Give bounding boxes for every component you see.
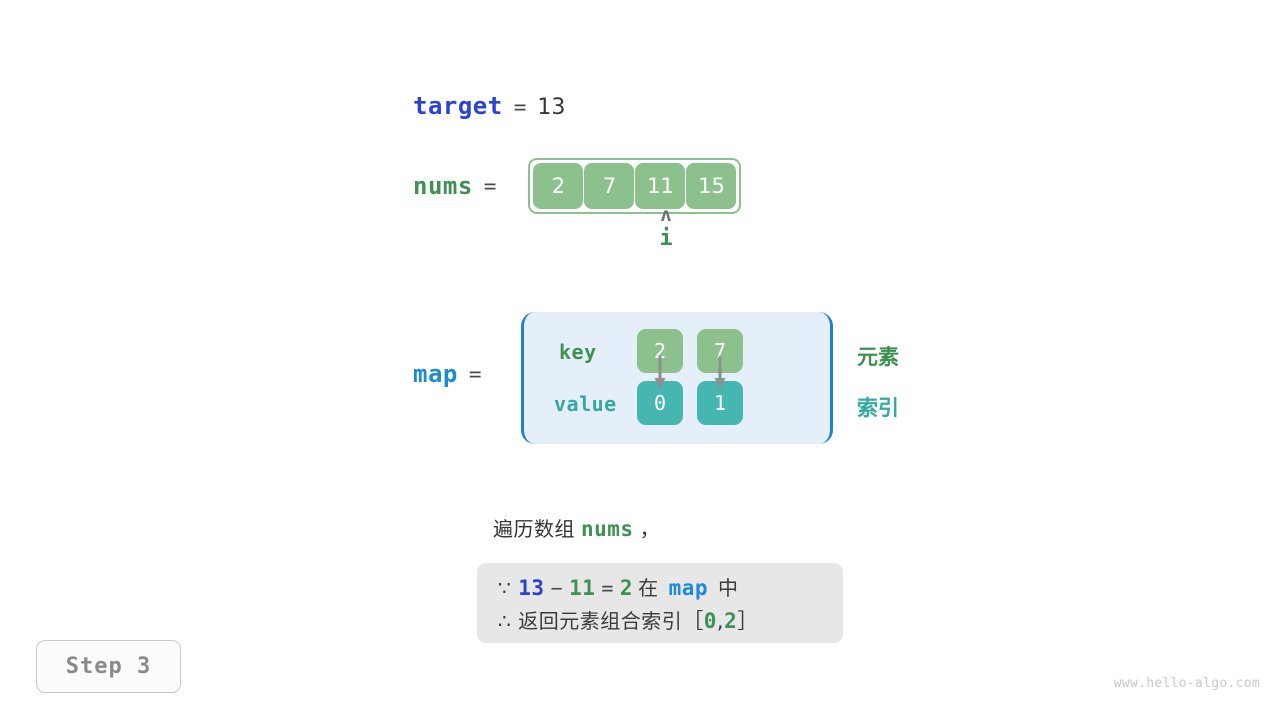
returned-index-second: 2 [724,609,738,633]
array-cell: 7 [584,163,635,209]
array-cell: 2 [533,163,584,209]
nums-variable-name: nums [413,172,473,200]
arrow-down-icon [654,356,666,389]
index-pointer: ʌ i [641,204,691,254]
because-symbol: ∵ [498,576,512,600]
map-grid: key value 2 7 0 1 [524,312,830,444]
target-value: 13 [537,95,566,120]
map-value-cell: 0 [637,381,683,425]
target-variable-name: target [413,92,503,120]
minus-operator: − [550,576,564,600]
map-equals-sign: = [468,362,482,386]
nums-equals-sign: = [483,174,497,198]
map-variable-name: map [413,360,458,388]
conclusion-within-word: 中 [718,576,739,600]
map-value-cell: 1 [697,381,743,425]
watermark: www.hello-algo.com [1113,676,1260,691]
index-pointer-label: i [659,226,673,251]
therefore-symbol: ∴ [498,609,512,633]
arrow-down-icon [714,356,726,389]
nums-declaration: nums = 2 7 11 15 [413,158,742,214]
array-cell: 15 [686,163,737,209]
conclusion-in-word: 在 [638,576,659,600]
caret-up-icon: ʌ [660,204,672,226]
returned-index-first: 0 [703,609,717,633]
target-declaration: target = 13 [413,92,565,120]
bracket-close: ］ [737,609,759,633]
equals-operator: = [601,576,614,600]
conclusion-operand-current: 11 [569,576,596,600]
step-badge: Step 3 [36,640,181,693]
annotation-index: 索引 [857,396,899,420]
description-prefix: 遍历数组 [493,517,575,541]
index-comma: , [716,609,725,633]
description-code: nums [581,517,634,541]
nums-array-container: 2 7 11 15 [528,158,742,214]
conclusion-operand-target: 13 [518,576,545,600]
description-suffix: ， [639,517,661,541]
conclusion-result: 2 [619,576,634,600]
annotation-element: 元素 [857,345,899,369]
bracket-open: ［ [682,609,704,633]
conclusion-line-2: ∴返回元素组合索引［0,2］ [498,605,843,638]
map-value-row-label: value [554,392,617,416]
target-equals-sign: = [513,95,527,119]
array-cell: 11 [635,163,686,209]
map-container: key value 2 7 0 1 [521,312,833,444]
conclusion-return-text: 返回元素组合索引 [518,609,683,633]
map-key-row-label: key [559,340,597,364]
conclusion-map-name: map [668,576,709,600]
map-declaration: map = [413,360,482,388]
